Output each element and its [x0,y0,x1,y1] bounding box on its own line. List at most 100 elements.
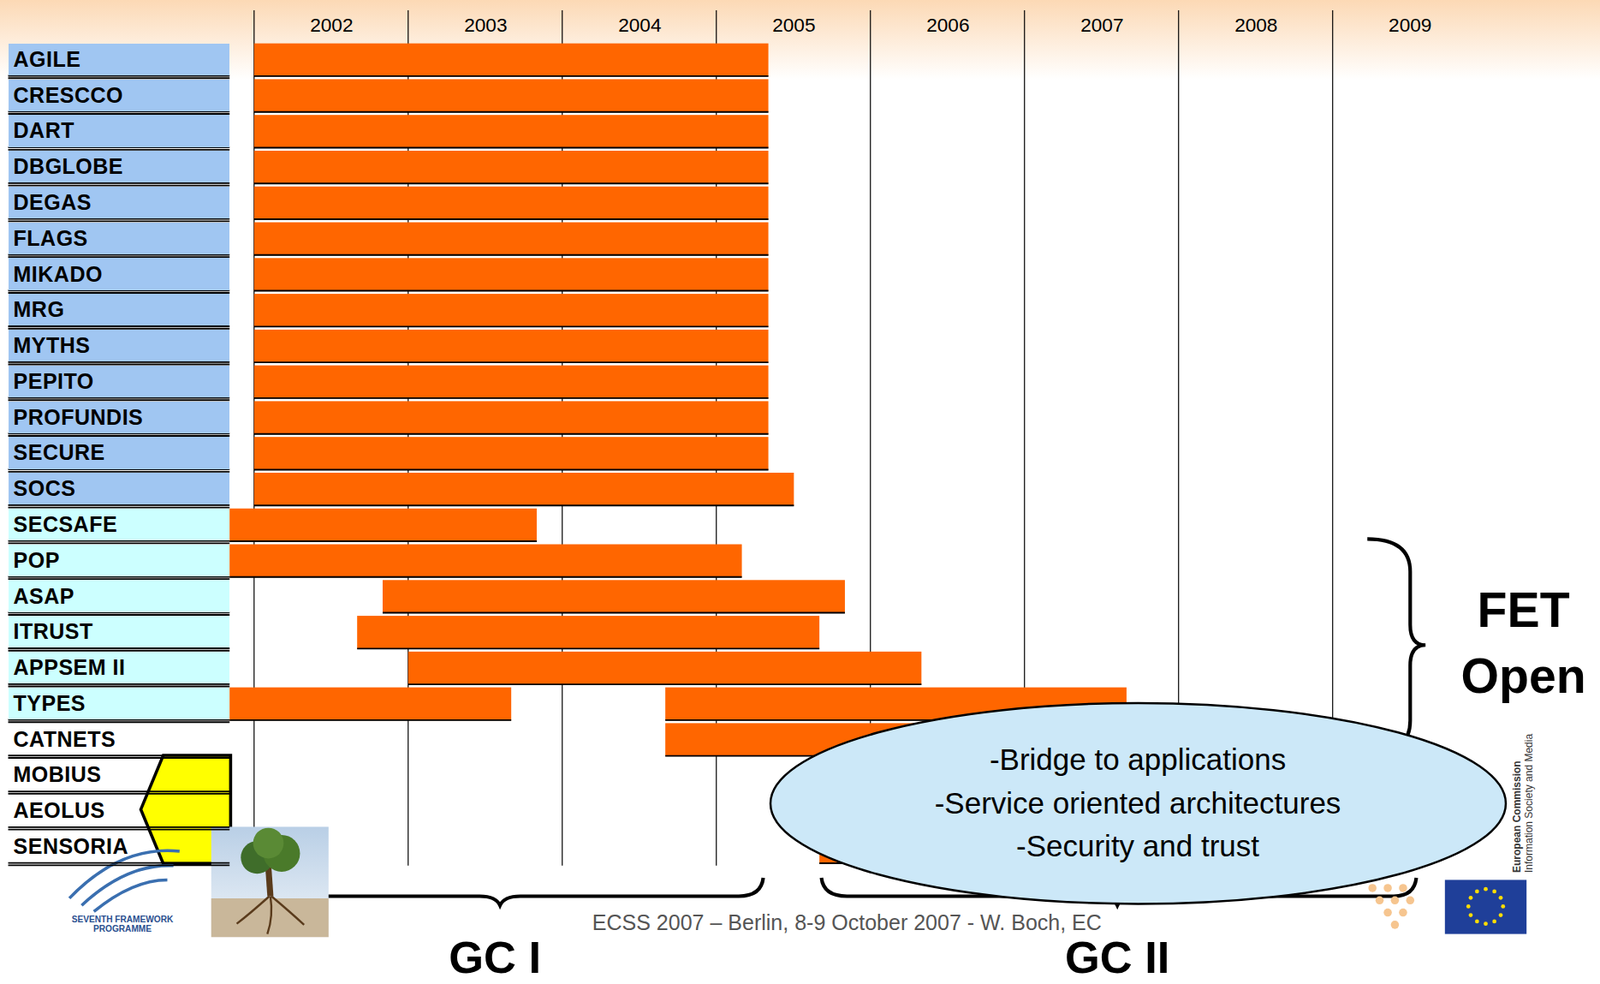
row-separator [8,219,231,222]
project-name: PROFUNDIS [13,406,144,429]
project-name: CATNETS [13,728,117,750]
row-separator [8,755,231,758]
logo-text: European Commission [1511,703,1524,873]
project-label: POP [8,544,231,577]
row-separator [8,254,231,257]
project-bar [254,400,769,435]
project-label: MYTHS [8,329,231,362]
tree-picture [211,826,329,937]
project-bar [254,114,769,149]
project-bar [408,651,922,685]
project-label: CRESCCO [8,79,231,112]
group-label: GC II [1064,934,1170,980]
project-label: SOCS [8,472,231,505]
row-separator [8,183,231,186]
project-label: SENSORIA [8,830,231,863]
project-label: PROFUNDIS [8,401,231,434]
year-label: 2009 [1388,14,1432,36]
year-label: 2006 [926,14,970,36]
project-bar [254,472,795,506]
project-name: APPSEM II [13,656,126,679]
footer-text: ECSS 2007 – Berlin, 8-9 October 2007 - W… [592,910,1102,935]
programme-logo [69,850,180,911]
callout-text: -Service oriented architectures [934,781,1342,826]
row-separator [8,398,231,401]
project-bar [382,579,845,613]
project-bar [229,544,742,578]
project-name: TYPES [13,692,86,714]
project-bar [254,365,769,399]
project-name: FLAGS [13,227,89,250]
project-label: MOBIUS [8,758,231,791]
project-name: PEPITO [13,370,95,393]
group-label: FET Open [1451,576,1595,709]
project-bar [254,78,769,113]
project-name: CRESCCO [13,84,125,107]
project-label: FLAGS [8,222,231,255]
row-separator [8,576,231,579]
project-bar [356,615,820,649]
year-label: 2007 [1080,14,1124,36]
year-label: 2005 [772,14,815,36]
logo-text: SEVENTH FRAMEWORK PROGRAMME [59,915,187,934]
project-label: DART [8,114,231,147]
project-name: DEGAS [13,191,92,214]
commission-logo-text: European CommissionInformation Society a… [1511,703,1536,873]
year-label: 2003 [463,14,507,36]
project-name: AEOLUS [13,799,106,821]
project-label: AEOLUS [8,794,231,827]
row-separator [8,648,231,651]
project-name: SECURE [13,441,106,464]
row-separator [8,111,231,114]
logo-text: Information Society and Media [1523,703,1536,873]
project-label: AGILE [8,43,231,76]
project-name: ITRUST [13,620,94,643]
project-label: DEGAS [8,186,231,219]
project-label: SECSAFE [8,508,231,541]
project-label: APPSEM II [8,651,231,684]
project-label: CATNETS [8,723,231,756]
callout-ellipse: -Bridge to applications-Service oriented… [768,701,1508,905]
project-name: DBGLOBE [13,155,125,178]
row-separator [8,719,231,723]
project-label: PEPITO [8,365,231,398]
project-bar [254,257,769,292]
group-label: GC I [448,934,542,980]
project-name: DART [13,119,75,142]
project-name: POP [13,549,60,572]
row-separator [8,326,231,329]
project-bar [229,508,537,542]
row-separator [8,541,231,544]
row-separator [8,290,231,293]
project-name: SENSORIA [13,835,130,857]
row-separator [8,505,231,508]
row-separator [8,433,231,436]
project-bar [254,150,769,185]
row-separator [8,147,231,150]
project-bar [254,43,769,78]
project-bar [254,329,769,363]
project-label: MRG [8,293,231,326]
project-label: ASAP [8,579,231,612]
project-label: SECURE [8,436,231,469]
project-bar [254,222,769,256]
row-separator [8,826,231,830]
project-name: AGILE [13,48,82,71]
project-bar [229,687,512,721]
project-label: MIKADO [8,257,231,290]
project-label: TYPES [8,687,231,720]
callout-text: -Security and trust [1016,824,1260,869]
row-separator [8,612,231,615]
project-name: MYTHS [13,334,91,357]
project-name: MOBIUS [13,763,102,786]
callout-text: -Bridge to applications [989,737,1286,782]
year-label: 2008 [1234,14,1278,36]
year-label: 2004 [618,14,661,36]
project-bar [254,293,769,328]
project-bar [254,186,769,221]
row-separator [8,469,231,472]
project-label: ITRUST [8,615,231,648]
project-name: ASAP [13,585,75,607]
row-separator [8,684,231,687]
